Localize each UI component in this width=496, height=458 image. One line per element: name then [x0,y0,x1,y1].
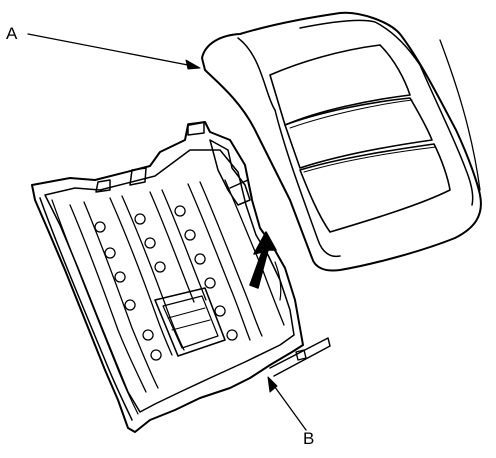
frame-upper-bracket [209,139,253,206]
frame-center-plate [154,287,226,357]
callout-label-a: A [6,24,18,43]
seat-frame [31,121,331,433]
leader-line-b [267,376,307,431]
frame-spring-rows [69,179,285,393]
seat-cushion [201,11,482,272]
leader-line-a [27,33,201,70]
callout-label-b: B [303,429,315,448]
removal-arrow [249,231,282,301]
